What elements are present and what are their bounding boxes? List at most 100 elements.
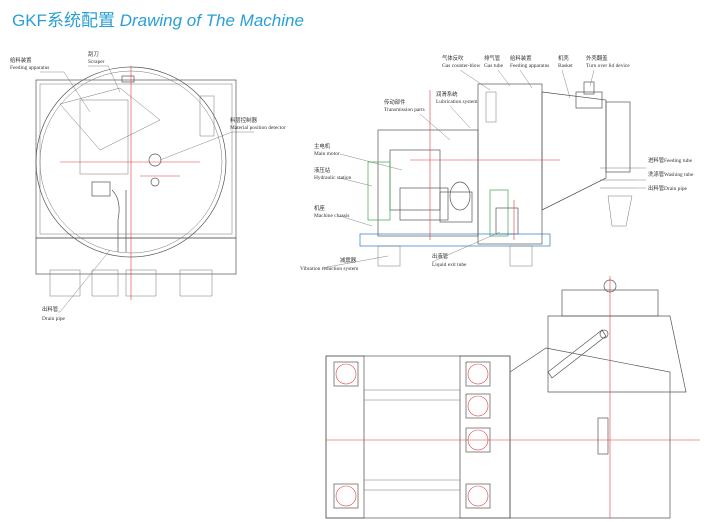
label-lubrication-en: Lubrication system bbox=[436, 99, 478, 105]
transmission-frame bbox=[377, 129, 479, 237]
label-lid-cn: 外壳翻盖 bbox=[586, 54, 608, 62]
side-housing-slot bbox=[485, 91, 497, 123]
label-hydraulic-cn: 液压站 bbox=[314, 166, 331, 174]
label-scraper-en: Scraper bbox=[88, 59, 105, 65]
label-gas-tube-cn: 排气管 bbox=[484, 54, 501, 62]
side-view bbox=[321, 69, 646, 269]
machine-chassis bbox=[359, 233, 551, 247]
label-detector-cn: 料层控制器 bbox=[230, 116, 258, 124]
plan-right-column bbox=[459, 355, 511, 519]
label-scraper-cn: 刮刀 bbox=[88, 50, 99, 58]
lid-device bbox=[575, 91, 603, 109]
lid-knob bbox=[583, 81, 595, 95]
leader-chassis bbox=[339, 215, 373, 227]
plan-circ-1 bbox=[335, 363, 357, 385]
front-foot-3 bbox=[125, 269, 157, 297]
label-washing-tube-en: Washing tube bbox=[664, 172, 694, 178]
front-top-cap bbox=[121, 75, 135, 83]
label-feeding-tube-en: Feeding tube bbox=[664, 158, 693, 164]
label-basket-en: Basket bbox=[558, 63, 573, 69]
label-main-motor-cn: 主电机 bbox=[314, 142, 331, 150]
plan-sq-2 bbox=[333, 483, 359, 509]
label-drain-side-en: Drain pipe bbox=[664, 186, 688, 192]
front-foot-4 bbox=[179, 269, 213, 297]
label-vibration-en: Vibration reduction system bbox=[300, 266, 359, 272]
leader-main-motor bbox=[339, 153, 403, 171]
label-chassis-en: Machine chassis bbox=[314, 213, 349, 219]
side-view-labels: 气体反吹 Gas counter-blow 排气管 Gas tube 给料装置 … bbox=[300, 54, 694, 272]
leader-hydraulic bbox=[339, 177, 373, 187]
feeding-box bbox=[79, 99, 129, 175]
leader-scraper bbox=[88, 65, 121, 93]
label-gas-blow-en: Gas counter-blow bbox=[442, 63, 480, 69]
label-drain-side-cn: 出料管 bbox=[648, 184, 665, 192]
leader-feeding-front bbox=[40, 71, 91, 113]
plan-circ-4 bbox=[467, 395, 489, 417]
vibration-foot-1 bbox=[377, 245, 401, 267]
front-view bbox=[35, 65, 254, 313]
drain-channel bbox=[111, 189, 127, 252]
label-feeding-cn: 给料装置 bbox=[10, 56, 32, 64]
label-basket-cn: 机壳 bbox=[558, 54, 569, 62]
plan-circ-6 bbox=[467, 485, 489, 507]
leader-transmission bbox=[419, 113, 451, 141]
leader-feeding-side bbox=[519, 69, 533, 89]
plan-lid-arm bbox=[547, 329, 607, 379]
label-washing-tube-cn: 洗涤管 bbox=[648, 170, 665, 178]
front-foot-1 bbox=[49, 269, 81, 297]
detector-ring bbox=[148, 153, 162, 167]
front-side-box bbox=[199, 95, 215, 137]
plan-side-port bbox=[597, 417, 609, 455]
label-feeding-side-cn: 给料装置 bbox=[510, 54, 532, 62]
leader-lubrication bbox=[449, 105, 471, 129]
plan-arm-pivot bbox=[599, 329, 609, 339]
label-chassis-cn: 机座 bbox=[314, 204, 325, 212]
plan-circ-3 bbox=[467, 363, 489, 385]
label-main-motor-en: Main motor bbox=[314, 151, 340, 157]
label-liquid-en: Liquid exit tube bbox=[432, 262, 467, 268]
gearbox bbox=[389, 149, 441, 211]
detector-ring-small bbox=[150, 177, 160, 187]
label-drain-front-cn: 出料管 bbox=[42, 305, 59, 313]
vibration-foot-2 bbox=[509, 245, 533, 267]
plan-basket bbox=[509, 347, 671, 519]
title-cn: GKF系统配置 bbox=[12, 11, 115, 30]
plan-sq-6 bbox=[465, 483, 491, 509]
label-drain-front-en: Drain pipe bbox=[42, 316, 66, 322]
label-hydraulic-en: Hydraulic station bbox=[314, 175, 352, 181]
leader-liquid bbox=[431, 231, 501, 263]
label-detector-en: Material position detector bbox=[230, 125, 286, 131]
label-gas-tube-en: Gas tube bbox=[484, 63, 504, 69]
hydraulic-station bbox=[367, 161, 391, 221]
exit-box bbox=[495, 207, 519, 235]
side-housing bbox=[477, 83, 543, 245]
liquid-exit-unit bbox=[489, 189, 509, 237]
label-vibration-cn: 减震器 bbox=[340, 256, 357, 264]
label-feeding-tube-cn: 进料管 bbox=[648, 156, 665, 164]
label-transmission-en: Transmission parts bbox=[384, 107, 425, 113]
label-lubrication-cn: 润滑系统 bbox=[436, 90, 458, 98]
leader-gas-tube bbox=[497, 69, 511, 87]
plan-lid-cone bbox=[547, 315, 687, 393]
side-feed-cone bbox=[607, 195, 633, 227]
label-feeding-side-en: Feeding apparatus bbox=[510, 63, 549, 69]
plan-sq-1 bbox=[333, 361, 359, 387]
label-lid-en: Turn over lid device bbox=[586, 63, 630, 69]
front-base bbox=[35, 237, 237, 275]
motor-body bbox=[399, 187, 449, 221]
scraper-plate bbox=[59, 87, 161, 151]
plan-circ-2 bbox=[335, 485, 357, 507]
leader-detector bbox=[159, 131, 254, 161]
page-title: GKF系统配置 Drawing of The Machine bbox=[12, 6, 304, 31]
leader-gas-blow bbox=[459, 69, 491, 91]
label-liquid-cn: 出液管 bbox=[432, 252, 449, 260]
label-gas-blow-cn: 气体反吹 bbox=[442, 54, 464, 62]
label-feeding-en: Feeding apparatus bbox=[10, 65, 49, 71]
plan-sq-3 bbox=[465, 361, 491, 387]
leader-lid bbox=[589, 69, 595, 87]
plan-sq-4 bbox=[465, 393, 491, 419]
side-end-cap bbox=[605, 101, 631, 173]
leader-vibration bbox=[321, 255, 389, 269]
front-foot-2 bbox=[91, 269, 119, 297]
